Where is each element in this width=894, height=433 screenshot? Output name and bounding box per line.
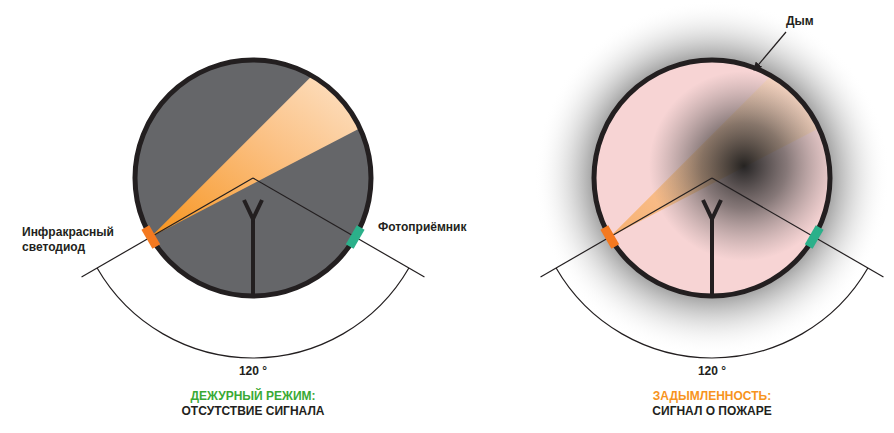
- mode-title: ЗАДЫМЛЕННОСТЬ:: [653, 389, 771, 404]
- chamber-outline: [135, 60, 371, 296]
- part-label: Инфракрасный светодиод: [22, 225, 134, 255]
- baffle-fork: [244, 200, 262, 219]
- photodetector: [346, 225, 365, 249]
- infrared-beam: [151, 76, 360, 237]
- photodetector: [805, 225, 824, 249]
- smoke-cloud: [649, 71, 839, 261]
- baffle-fork: [703, 200, 721, 219]
- mode-state: СИГНАЛ О ПОЖАРЕ: [652, 404, 771, 419]
- part-label: Фотоприёмник: [378, 220, 466, 235]
- detector-chamber: [534, 0, 890, 358]
- smoke-halo: [534, 0, 890, 356]
- mode-state: ОТСУТСТВИЕ СИГНАЛА: [182, 404, 325, 419]
- baffle-stem: [710, 218, 714, 296]
- leader-line: [754, 32, 786, 70]
- angle-label: 120 °: [698, 364, 726, 379]
- mode-title: ДЕЖУРНЫЙ РЕЖИМ:: [190, 389, 315, 404]
- part-label: Дым: [786, 14, 814, 29]
- infrared-led: [141, 225, 160, 249]
- chamber-outline: [594, 60, 830, 296]
- detector-chamber: [82, 60, 425, 358]
- infrared-led: [600, 225, 619, 249]
- baffle-stem: [251, 218, 255, 296]
- angle-label: 120 °: [239, 364, 267, 379]
